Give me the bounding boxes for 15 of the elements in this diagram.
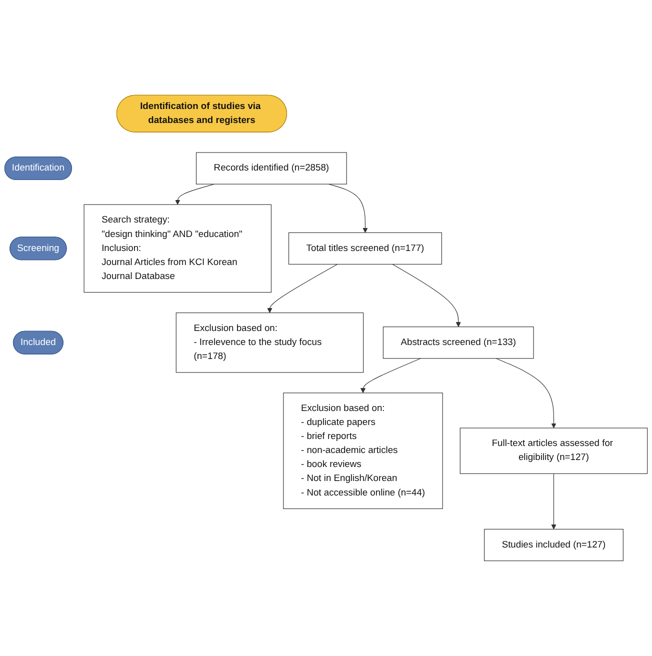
arrow: [175, 184, 215, 205]
node-box: Total titles screened (n=177): [288, 232, 442, 265]
arrow: [496, 358, 556, 428]
node-box: Records identified (n=2858): [196, 152, 347, 184]
arrow: [392, 264, 461, 328]
node-box: Exclusion based on: - Irrelevence to the study focus (n=178): [176, 312, 364, 373]
arrow: [360, 358, 422, 394]
arrow: [551, 473, 556, 530]
arrow: [267, 264, 338, 314]
node-box: Abstracts screened (n=133): [382, 326, 534, 359]
node-box: Search strategy: "design thinking" AND "education" Inclusion: Journal Articles from KCI Korean Journal Database: [84, 204, 272, 293]
node-box: Exclusion based on: - duplicate papers - brief reports - non-academic articles - book reviews - Not in English/Korean - Not accessible online (n=44): [283, 392, 443, 510]
arrow: [328, 184, 368, 233]
node-box: Full-text articles assessed for eligibility (n=127): [460, 428, 648, 474]
node-box: Studies included (n=127): [484, 528, 624, 562]
